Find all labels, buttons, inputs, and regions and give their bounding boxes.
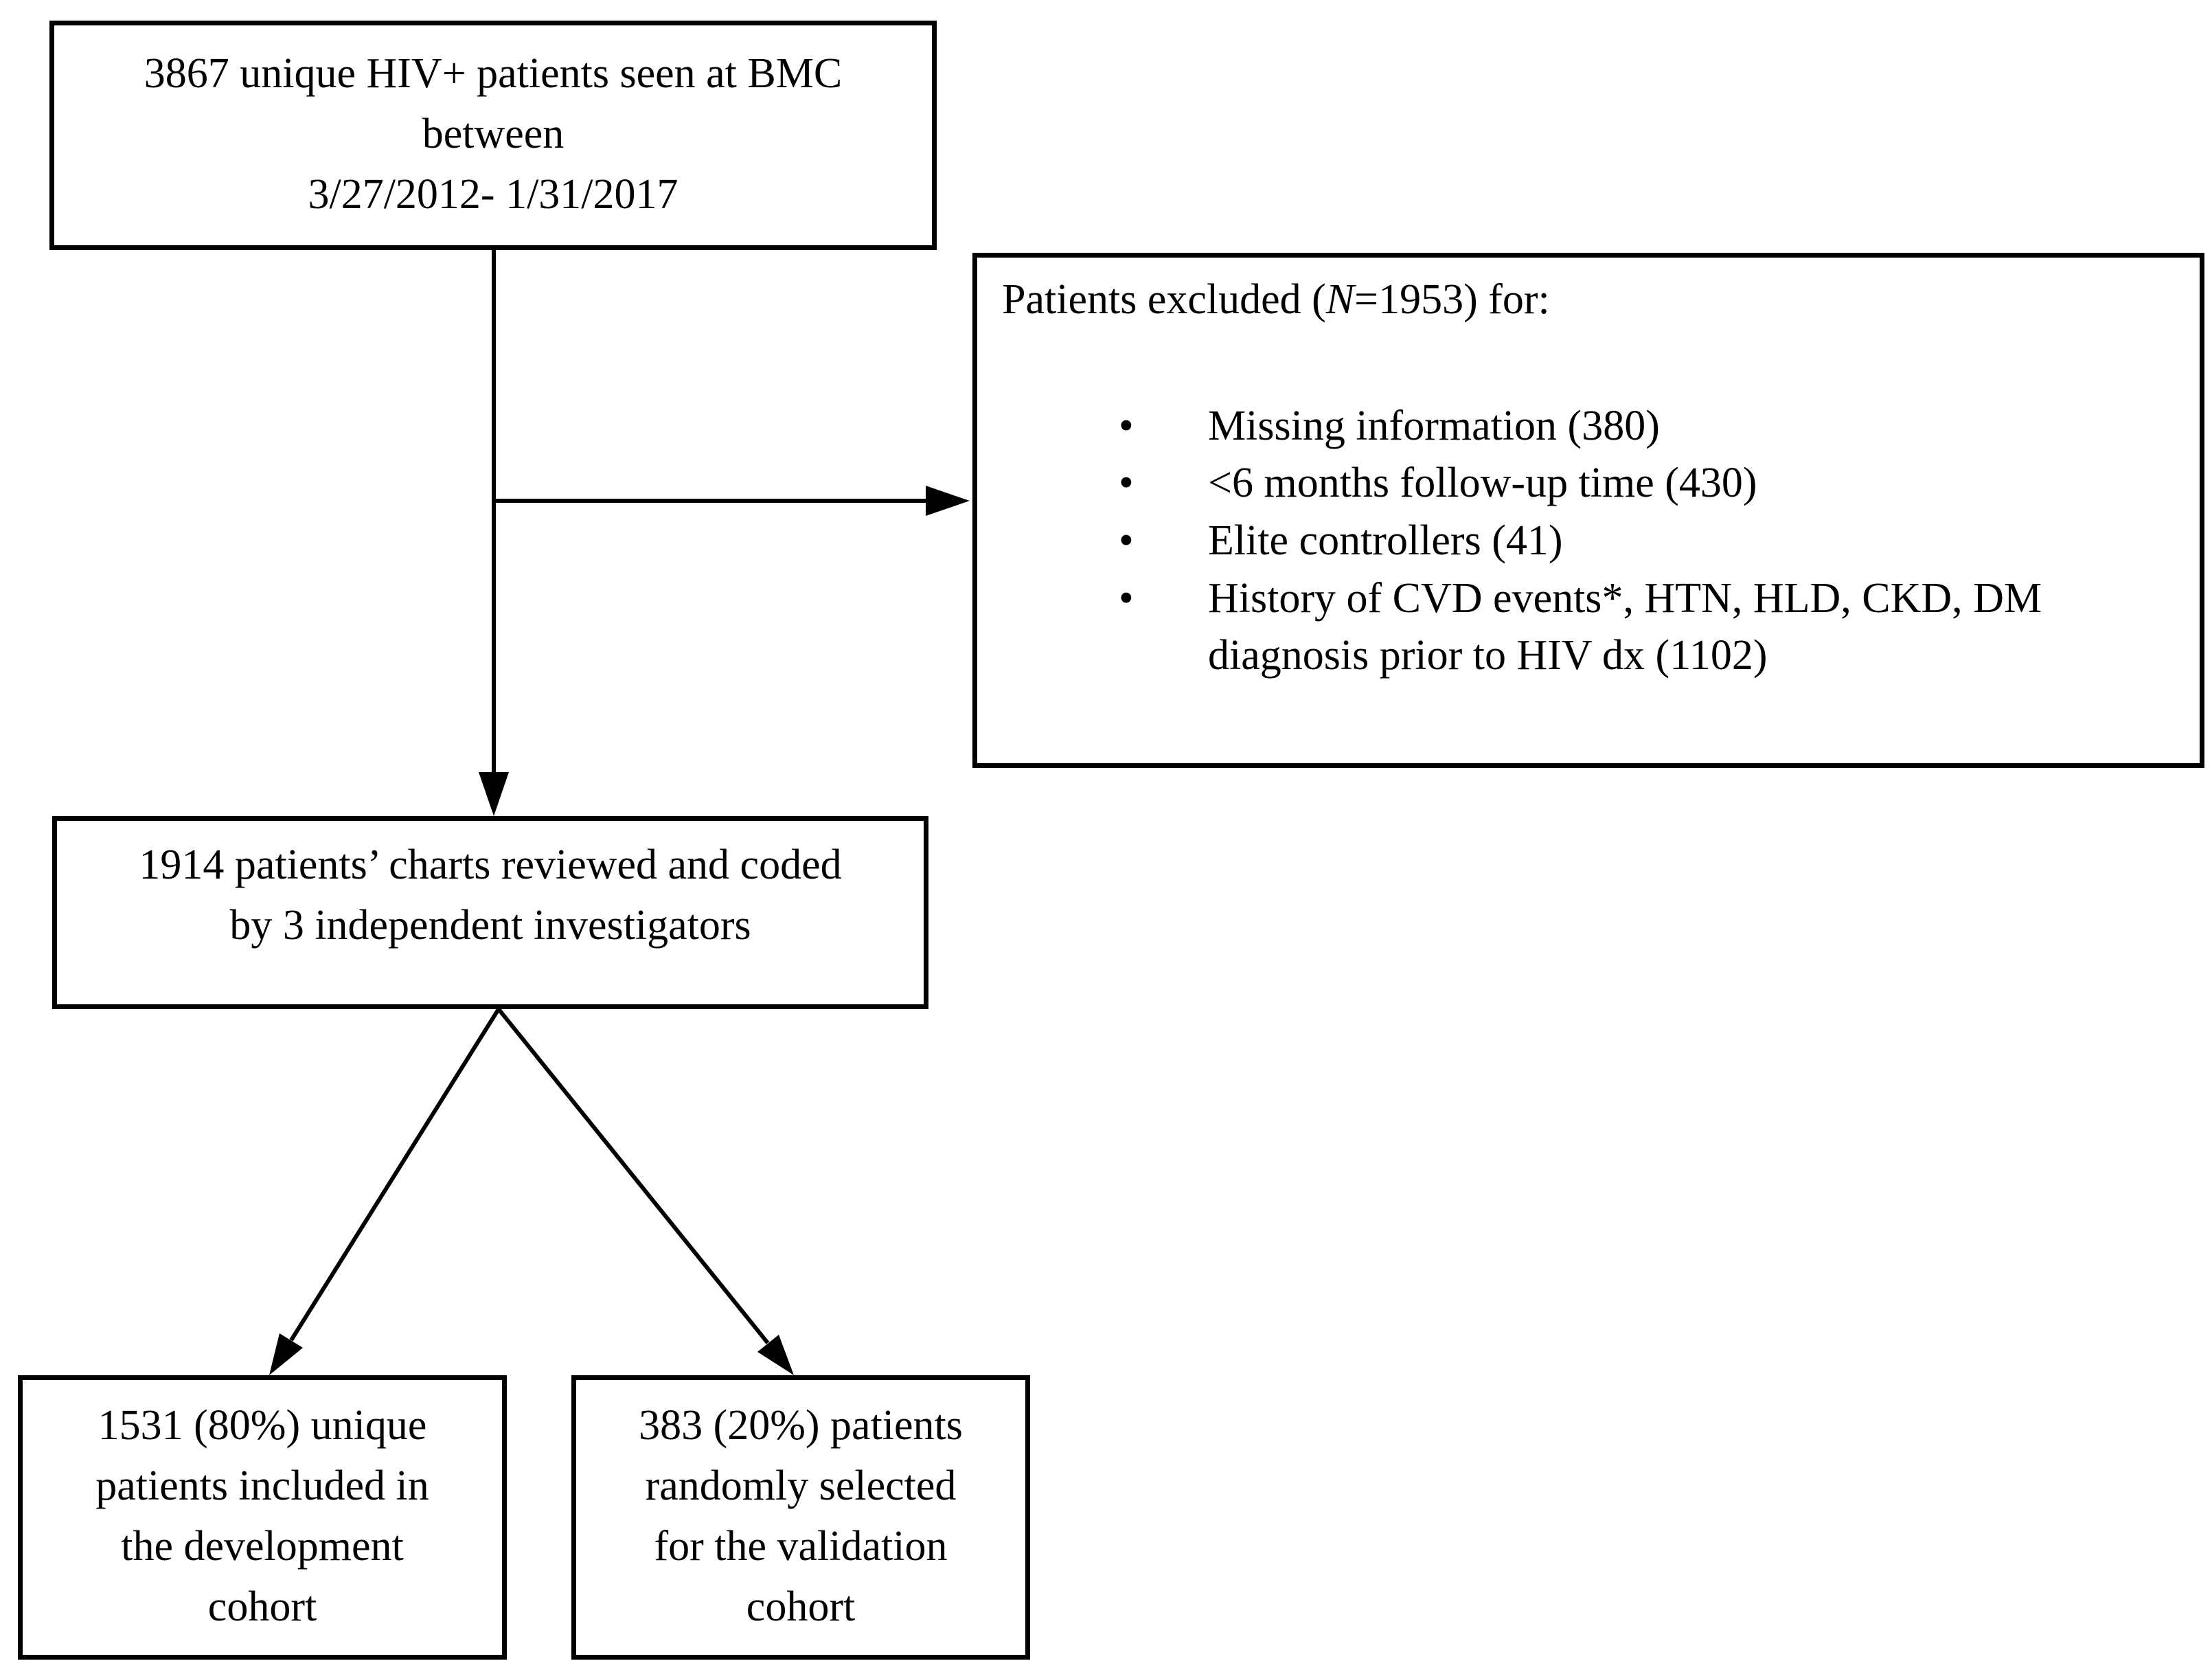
box-development-cohort: 1531 (80%) unique patients included in t… — [18, 1375, 507, 1660]
box-exclusions: Patients excluded (N=1953) for: • Missin… — [972, 253, 2204, 768]
exclusion-item-follow-up-time: • <6 months follow-up time (430) — [1002, 455, 2175, 512]
exclusions-title-n: N — [1325, 276, 1355, 323]
development-cohort-line-4: cohort — [207, 1583, 317, 1631]
exclusions-title-suffix: =1953) for: — [1354, 276, 1550, 323]
arrow-to-exclusion-head — [926, 486, 970, 516]
development-cohort-line-2: patients included in — [95, 1462, 429, 1510]
validation-cohort-line-3: for the validation — [654, 1523, 948, 1570]
exclusion-item-label: History of CVD events*, HTN, HLD, CKD, D… — [1208, 574, 2042, 679]
development-cohort-line-1: 1531 (80%) unique — [98, 1402, 427, 1449]
chart-review-line-2: by 3 independent investigators — [229, 902, 751, 949]
source-population-line-3: 3/27/2012- 1/31/2017 — [308, 171, 679, 218]
exclusion-item-label: Missing information (380) — [1208, 402, 1660, 449]
box-chart-review: 1914 patients’ charts reviewed and coded… — [52, 816, 928, 1009]
exclusions-title: Patients excluded (N=1953) for: — [1002, 271, 2175, 329]
validation-cohort-line-4: cohort — [746, 1583, 856, 1631]
exclusion-item-elite-controllers: • Elite controllers (41) — [1002, 512, 2175, 570]
arrow-review-to-development-head — [269, 1333, 303, 1375]
box-source-population: 3867 unique HIV+ patients seen at BMC be… — [49, 21, 937, 250]
source-population-line-1: 3867 unique HIV+ patients seen at BMC — [144, 50, 843, 97]
bullet-icon: • — [1119, 402, 1134, 449]
arrow-review-to-validation-head — [757, 1335, 794, 1375]
exclusion-item-history-prior-diagnosis: • History of CVD events*, HTN, HLD, CKD,… — [1002, 570, 2175, 685]
exclusion-item-label: Elite controllers (41) — [1208, 517, 1563, 565]
arrow-review-to-validation-shaft — [497, 1008, 770, 1344]
arrow-top-to-review-head — [479, 772, 509, 816]
exclusions-title-prefix: Patients excluded ( — [1002, 276, 1326, 323]
development-cohort-line-3: the development — [121, 1523, 404, 1570]
validation-cohort-line-1: 383 (20%) patients — [639, 1402, 963, 1449]
validation-cohort-line-2: randomly selected — [645, 1462, 957, 1510]
exclusion-item-label: <6 months follow-up time (430) — [1208, 460, 1757, 507]
bullet-icon: • — [1119, 574, 1134, 622]
chart-review-line-1: 1914 patients’ charts reviewed and coded — [139, 841, 842, 888]
arrow-review-to-development-shaft — [289, 1008, 501, 1342]
bullet-icon: • — [1119, 460, 1134, 507]
box-validation-cohort: 383 (20%) patients randomly selected for… — [571, 1375, 1030, 1660]
bullet-icon: • — [1119, 517, 1134, 565]
exclusion-item-missing-information: • Missing information (380) — [1002, 398, 2175, 455]
source-population-line-2: between — [422, 111, 565, 158]
